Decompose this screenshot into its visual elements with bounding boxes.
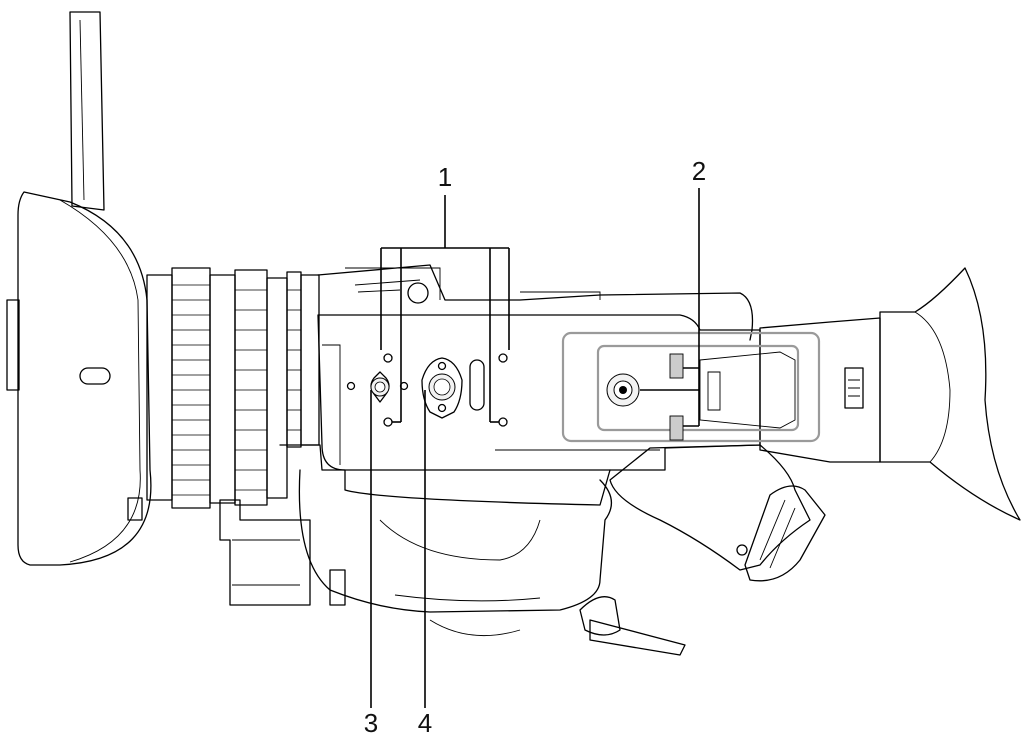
eyecup bbox=[879, 267, 1021, 521]
tripod-socket-small bbox=[370, 371, 390, 403]
callout-3-number: 3 bbox=[364, 708, 378, 738]
hood-button bbox=[79, 367, 111, 385]
right-grip bbox=[609, 444, 826, 582]
focus-ring bbox=[171, 267, 211, 509]
accessory-shoe-area bbox=[561, 331, 821, 443]
iris-ring bbox=[286, 271, 302, 448]
screw-hole-upper-left bbox=[383, 353, 393, 363]
callout-1-leaders bbox=[380, 195, 510, 423]
lens-barrel bbox=[127, 267, 320, 521]
tripod-socket-large bbox=[421, 357, 463, 419]
hand-strap bbox=[589, 619, 686, 656]
callout-2-markers bbox=[669, 353, 684, 441]
mounting-clip-upper bbox=[669, 353, 684, 379]
mounting-clip-lower bbox=[669, 415, 684, 441]
callout-1-number: 1 bbox=[438, 162, 452, 192]
screw-hole-lower-left bbox=[383, 417, 393, 427]
callout-2-number: 2 bbox=[692, 156, 706, 186]
screw-hole-lower-right bbox=[498, 417, 508, 427]
viewfinder bbox=[759, 267, 1021, 521]
screw-hole-upper-right bbox=[498, 353, 508, 363]
plate-slot bbox=[469, 359, 485, 411]
diopter-lever bbox=[844, 367, 864, 409]
lcd-panel bbox=[69, 11, 105, 211]
lens-hood bbox=[6, 191, 152, 566]
callout-4-number: 4 bbox=[418, 708, 432, 738]
callout-2-leaders bbox=[640, 188, 700, 427]
